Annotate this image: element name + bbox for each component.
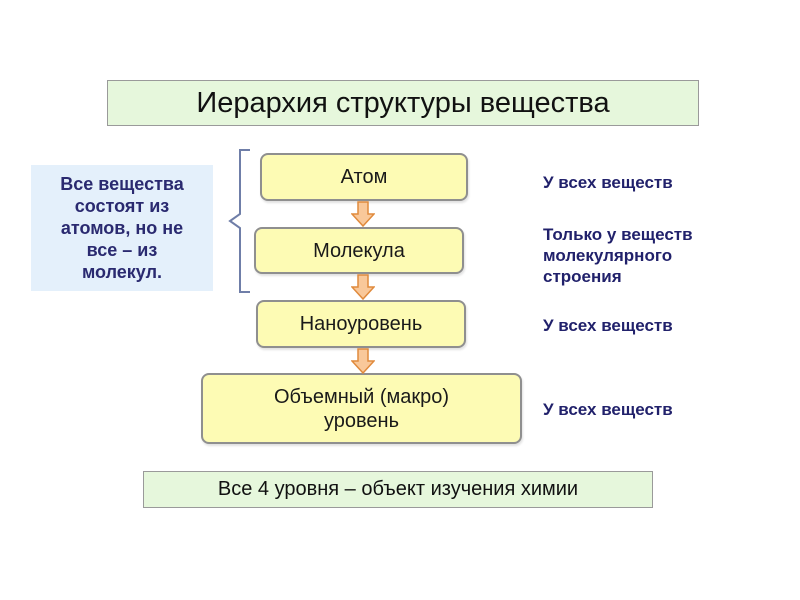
diagram-title: Иерархия структуры вещества [107,80,699,126]
level-nano: Наноуровень [256,300,466,348]
left-note: Все вещества состоят из атомов, но не вс… [31,165,213,291]
level-molecule: Молекула [254,227,464,274]
level-atom-note: У всех веществ [543,173,673,192]
arrow-down-icon [351,201,375,227]
level-atom: Атом [260,153,468,201]
level-nano-note: У всех веществ [543,316,673,335]
level-molecule-note: Только у веществ молекулярного строения [543,225,693,286]
level-macro: Объемный (макро) уровень [201,373,522,444]
arrow-down-icon [351,274,375,300]
bracket-brace [228,149,250,293]
level-macro-note: У всех веществ [543,400,673,419]
footer-note: Все 4 уровня – объект изучения химии [143,471,653,508]
arrow-down-icon [351,348,375,374]
